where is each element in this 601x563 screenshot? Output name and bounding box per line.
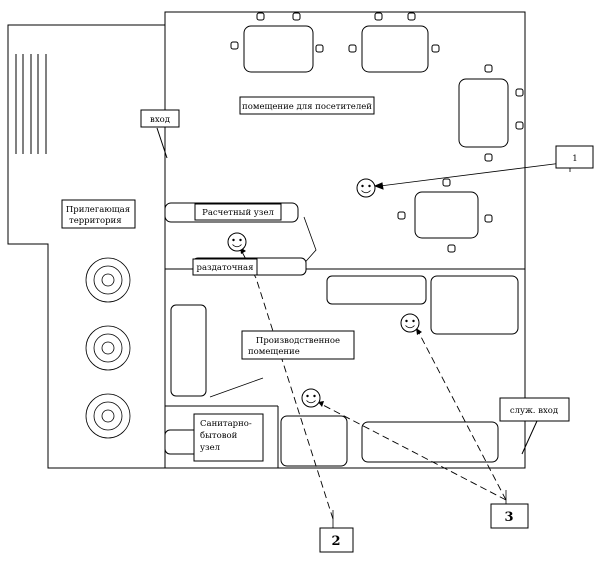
visitors-label-box bbox=[239, 96, 375, 115]
callout-1-arrow bbox=[379, 161, 571, 187]
equipment-left bbox=[170, 304, 207, 397]
sanitary-label-line2: бытовой bbox=[200, 430, 238, 441]
adjacent-territory-outline bbox=[7, 24, 165, 469]
equipment-top-1 bbox=[326, 275, 427, 305]
table-1 bbox=[230, 12, 324, 73]
table-3 bbox=[458, 64, 524, 162]
production-label-box bbox=[241, 330, 355, 360]
callout-3-leader-a bbox=[418, 332, 507, 501]
production-door bbox=[209, 377, 264, 398]
callout-1-box bbox=[555, 145, 594, 169]
cashier-label: Расчетный узел bbox=[202, 208, 274, 218]
callout-2-box bbox=[319, 527, 354, 553]
callout-2-leader bbox=[240, 249, 334, 520]
person-smiley-4 bbox=[301, 388, 321, 408]
person-smiley-1 bbox=[356, 178, 376, 198]
sanitary-label-line1: Санитарно- bbox=[200, 419, 252, 429]
sanitary-label-box bbox=[193, 413, 264, 462]
callout-3-number: 3 bbox=[504, 510, 513, 525]
building-outline bbox=[164, 11, 526, 469]
tree-circle-2 bbox=[85, 325, 131, 371]
service-entrance-label-box bbox=[499, 397, 570, 422]
entrance-label-box bbox=[140, 109, 180, 128]
table-2 bbox=[348, 12, 440, 73]
person-smiley-3 bbox=[400, 313, 420, 333]
parking-stripes bbox=[15, 54, 47, 154]
entrance-label: вход bbox=[150, 115, 170, 125]
territory-label-box bbox=[61, 199, 136, 229]
production-label-line1: Производственное bbox=[256, 336, 340, 346]
table-4 bbox=[397, 178, 493, 253]
callout-3-leader-b bbox=[320, 403, 507, 501]
callout-3-box bbox=[490, 503, 529, 529]
equipment-bottom-2 bbox=[361, 421, 499, 463]
distribution-label-box bbox=[192, 258, 258, 276]
distribution-label: раздаточная bbox=[197, 263, 254, 273]
visitors-label: помещение для посетителей bbox=[242, 102, 372, 112]
cashier-label-box bbox=[194, 203, 282, 221]
tree-circle-3 bbox=[85, 393, 131, 439]
tree-circle-1 bbox=[85, 257, 131, 303]
person-smiley-2 bbox=[227, 232, 247, 252]
callout-2-number: 2 bbox=[331, 534, 340, 549]
service-door bbox=[521, 420, 538, 455]
entrance-door bbox=[156, 127, 168, 159]
sanitary-label-line3: узел bbox=[200, 443, 221, 453]
callout-1-number: 1 bbox=[572, 154, 577, 164]
equipment-bottom-1 bbox=[280, 415, 348, 467]
production-label-line2: помещение bbox=[248, 347, 300, 357]
territory-label-line2: территория bbox=[69, 216, 122, 226]
equipment-top-2 bbox=[430, 275, 519, 335]
service-entrance-label: служ. вход bbox=[510, 406, 558, 416]
territory-label-line1: Прилегающая bbox=[66, 205, 130, 215]
